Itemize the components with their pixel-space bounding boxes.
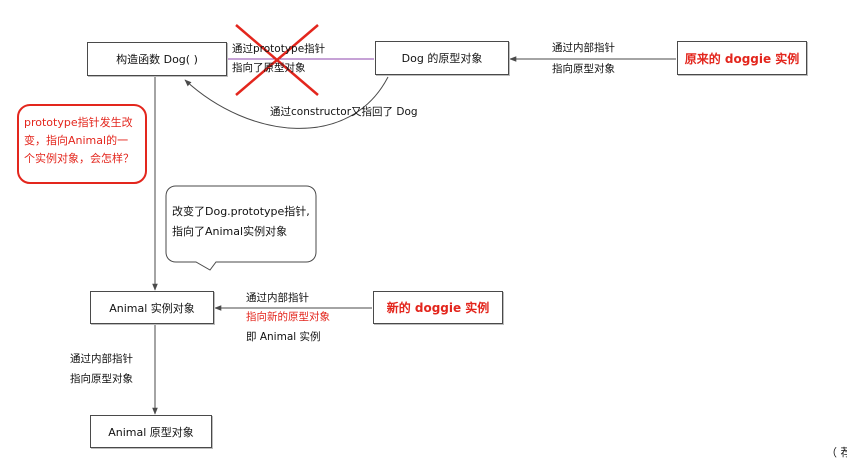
dog-constructor-label: 构造函数 Dog( ) <box>116 53 198 66</box>
callout-line-2: 指向了Animal实例对象 <box>172 225 288 238</box>
callout-line-1: 改变了Dog.prototype指针, <box>172 205 310 218</box>
dog-prototype-label: Dog 的原型对象 <box>401 52 483 65</box>
new-doggie-label: 新的 doggie 实例 <box>386 301 490 315</box>
constructor-back-curve <box>184 76 389 129</box>
prototype-edge-label-1: 通过prototype指针 <box>232 43 326 55</box>
animal-inner-pointer-label-1: 通过内部指针 <box>70 353 133 365</box>
new-inner-pointer-label-2: 指向新的原型对象 <box>246 311 330 323</box>
old-doggie-label: 原来的 doggie 实例 <box>684 51 800 66</box>
animal-prototype-node: Animal 原型对象 <box>90 415 212 448</box>
animal-instance-label: Animal 实例对象 <box>109 301 195 315</box>
question-box-border <box>17 104 147 184</box>
new-inner-pointer-label-3: 即 Animal 实例 <box>246 331 321 343</box>
question-line-2: 变，指向Animal的一 <box>24 134 129 147</box>
question-line-3: 个实例对象，会怎样？ <box>24 152 134 165</box>
constructor-edge-label: 通过constructor又指回了 Dog <box>270 106 418 118</box>
callout-text: 改变了Dog.prototype指针, 指向了Animal实例对象 <box>172 202 310 242</box>
crossed-out-x-icon <box>235 24 319 96</box>
callout-bubble-shape <box>165 185 317 271</box>
new-inner-pointer-label-1: 通过内部指针 <box>246 292 309 304</box>
question-line-1: prototype指针发生改 <box>24 116 133 129</box>
old-inner-pointer-label-1: 通过内部指针 <box>552 42 615 54</box>
animal-instance-node: Animal 实例对象 <box>90 291 214 324</box>
old-doggie-node: 原来的 doggie 实例 <box>677 41 807 75</box>
dog-prototype-node: Dog 的原型对象 <box>375 41 509 75</box>
old-inner-pointer-label-2: 指向原型对象 <box>552 63 615 75</box>
question-note: prototype指针发生改 变，指向Animal的一 个实例对象，会怎样？ <box>24 114 134 168</box>
dog-constructor-node: 构造函数 Dog( ) <box>87 42 227 76</box>
new-doggie-node: 新的 doggie 实例 <box>373 291 503 324</box>
animal-inner-pointer-label-2: 指向原型对象 <box>70 373 133 385</box>
animal-prototype-label: Animal 原型对象 <box>108 425 194 439</box>
corner-fragment-text: （ 荐 <box>826 446 847 459</box>
prototype-edge-label-2: 指向了原型对象 <box>232 62 306 74</box>
